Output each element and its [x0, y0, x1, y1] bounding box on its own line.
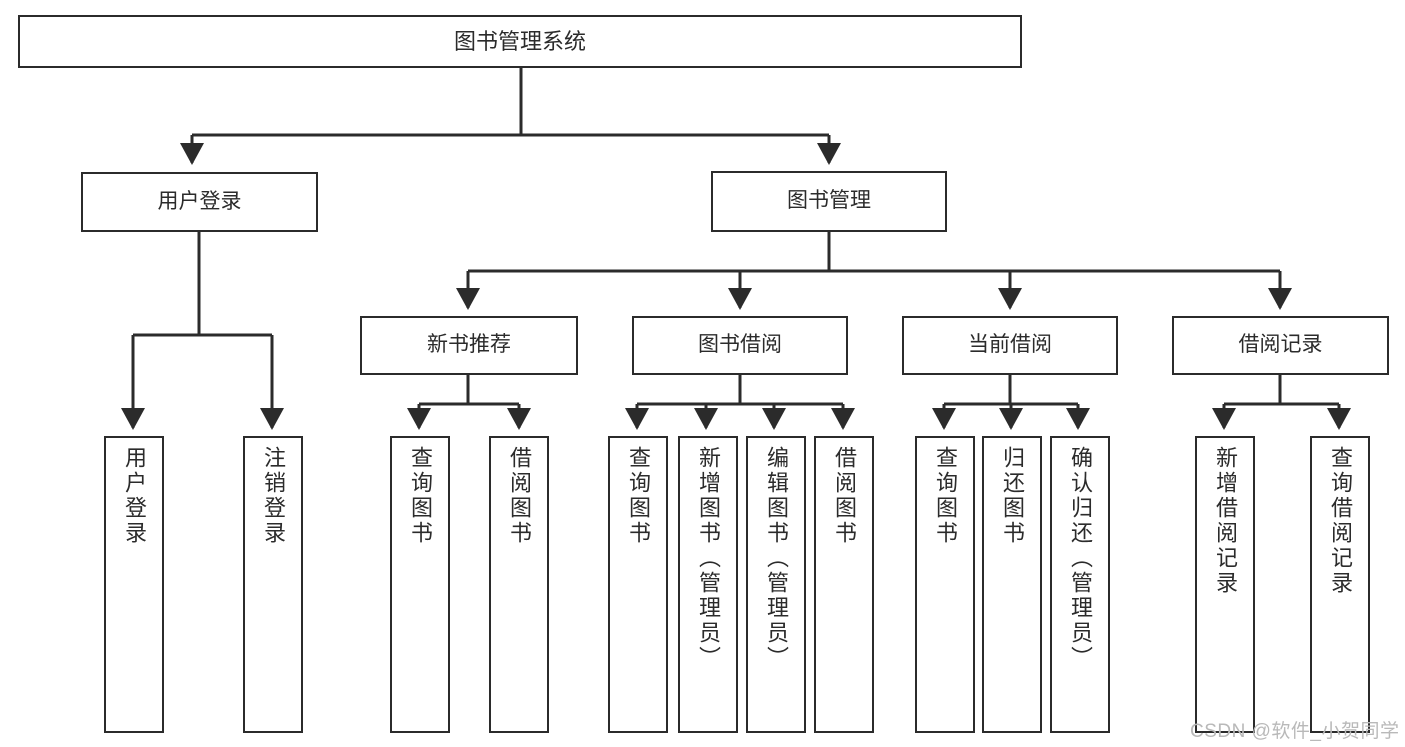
node-leaf-query-borrow-record[interactable]: 查询借阅记录 — [1310, 436, 1370, 733]
node-leaf-query-book-2[interactable]: 查询图书 — [608, 436, 668, 733]
node-leaf-add-book-admin[interactable]: 新增图书（管理员） — [678, 436, 738, 733]
node-label: 当前借阅 — [968, 333, 1052, 357]
node-leaf-logout-login[interactable]: 注销登录 — [243, 436, 303, 733]
node-leaf-edit-book-admin[interactable]: 编辑图书（管理员） — [746, 436, 806, 733]
watermark: CSDN @软件_小贺同学 — [1190, 721, 1400, 742]
node-leaf-query-book-3[interactable]: 查询图书 — [915, 436, 975, 733]
node-label: 新书推荐 — [427, 333, 511, 357]
node-label: 图书借阅 — [698, 333, 782, 357]
node-label: 用户登录 — [122, 446, 147, 546]
node-book-management[interactable]: 图书管理 — [711, 171, 947, 232]
node-label: 用户登录 — [157, 189, 242, 213]
node-label: 归还图书 — [1000, 446, 1025, 546]
node-label: 查询图书 — [933, 446, 958, 546]
node-label: 新增图书（管理员） — [696, 446, 721, 671]
node-label: 确认归还（管理员） — [1068, 446, 1093, 671]
node-leaf-confirm-return-admin[interactable]: 确认归还（管理员） — [1050, 436, 1110, 733]
node-label: 查询借阅记录 — [1328, 446, 1353, 596]
node-leaf-borrow-book-2[interactable]: 借阅图书 — [814, 436, 874, 733]
node-label: 图书管理 — [787, 189, 871, 213]
node-label: 注销登录 — [261, 446, 286, 546]
node-label: 图书管理系统 — [453, 28, 586, 54]
node-label: 借阅记录 — [1238, 333, 1323, 357]
node-leaf-borrow-book-1[interactable]: 借阅图书 — [489, 436, 549, 733]
node-label: 查询图书 — [408, 446, 433, 546]
node-leaf-user-login[interactable]: 用户登录 — [104, 436, 164, 733]
node-leaf-return-book[interactable]: 归还图书 — [982, 436, 1042, 733]
node-label: 编辑图书（管理员） — [764, 446, 789, 671]
node-leaf-add-borrow-record[interactable]: 新增借阅记录 — [1195, 436, 1255, 733]
node-label: 借阅图书 — [507, 446, 532, 546]
node-label: 借阅图书 — [832, 446, 857, 546]
node-leaf-query-book-1[interactable]: 查询图书 — [390, 436, 450, 733]
node-borrow-record[interactable]: 借阅记录 — [1172, 316, 1389, 375]
node-label: 查询图书 — [626, 446, 651, 546]
node-user-login[interactable]: 用户登录 — [81, 172, 318, 232]
node-book-borrow[interactable]: 图书借阅 — [632, 316, 848, 375]
node-current-borrow[interactable]: 当前借阅 — [902, 316, 1118, 375]
node-book-management-system[interactable]: 图书管理系统 — [18, 15, 1022, 68]
node-label: 新增借阅记录 — [1213, 446, 1238, 596]
node-new-book-recommend[interactable]: 新书推荐 — [360, 316, 578, 375]
